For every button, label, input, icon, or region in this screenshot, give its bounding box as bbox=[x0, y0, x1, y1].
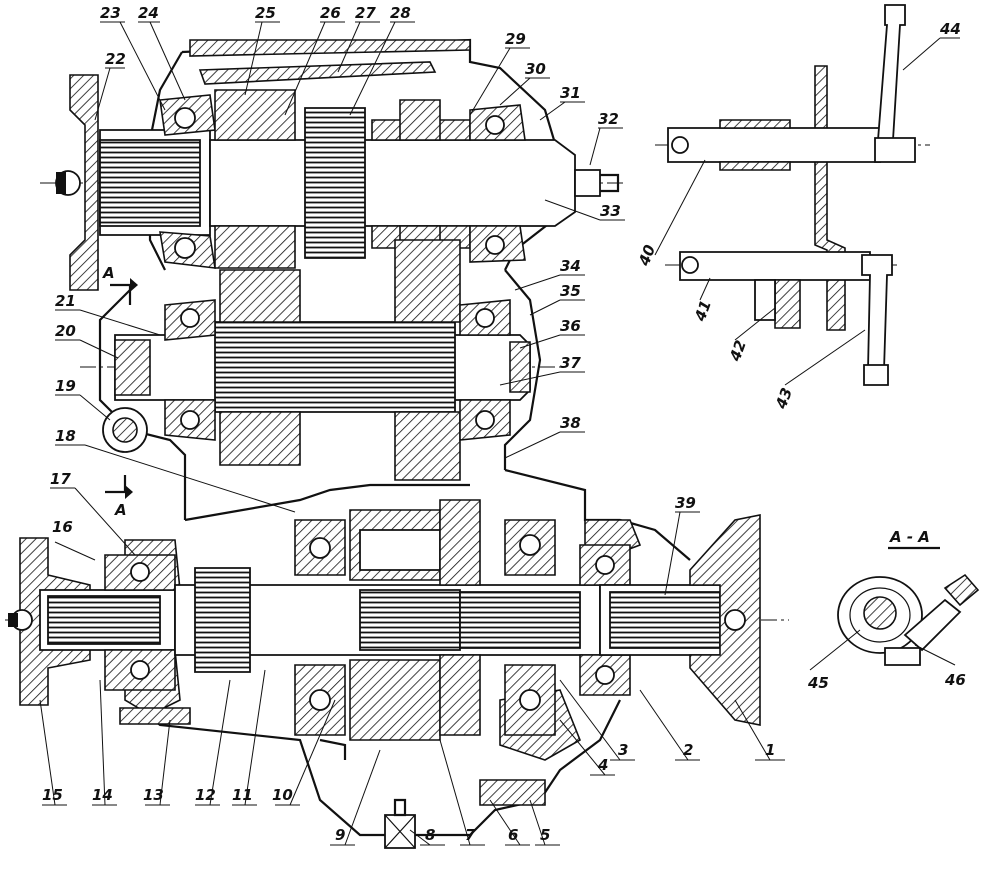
callout-6: 6 bbox=[508, 826, 518, 844]
callout-46: 46 bbox=[944, 671, 966, 689]
callout-12: 12 bbox=[195, 786, 216, 804]
callout-40: 40 bbox=[635, 242, 659, 269]
callout-23: 23 bbox=[100, 4, 121, 22]
callout-44: 44 bbox=[939, 20, 961, 38]
callout-24: 24 bbox=[138, 4, 159, 22]
callout-32: 32 bbox=[598, 110, 619, 128]
upper-shaft-assembly bbox=[40, 74, 625, 291]
callout-14: 14 bbox=[92, 786, 113, 804]
callout-3: 3 bbox=[618, 741, 628, 759]
callout-20: 20 bbox=[55, 322, 76, 340]
callout-26: 26 bbox=[320, 4, 341, 22]
callout-19: 19 bbox=[55, 377, 76, 395]
callout-22: 22 bbox=[105, 50, 126, 68]
callout-35: 35 bbox=[560, 282, 581, 300]
callout-25: 25 bbox=[255, 4, 276, 22]
callout-28: 28 bbox=[390, 4, 411, 22]
callout-18: 18 bbox=[55, 427, 76, 445]
callout-34: 34 bbox=[560, 257, 581, 275]
callout-29: 29 bbox=[505, 30, 526, 48]
callout-16: 16 bbox=[52, 518, 73, 536]
callout-15: 15 bbox=[42, 786, 63, 804]
output-shaft-assembly bbox=[5, 499, 789, 849]
callout-45: 45 bbox=[807, 674, 829, 692]
callout-8: 8 bbox=[425, 826, 435, 844]
callout-9: 9 bbox=[335, 826, 345, 844]
callout-4: 4 bbox=[597, 756, 608, 774]
section-cut-markers: A A bbox=[102, 264, 138, 519]
callout-10: 10 bbox=[272, 786, 293, 804]
callout-41: 41 bbox=[691, 298, 715, 325]
callout-43: 43 bbox=[772, 385, 796, 412]
callout-30: 30 bbox=[525, 60, 546, 78]
section-a-a-detail: A - A bbox=[837, 528, 980, 666]
callout-7: 7 bbox=[465, 826, 476, 844]
callout-21: 21 bbox=[55, 292, 76, 310]
callout-5: 5 bbox=[540, 826, 550, 844]
section-marker-top: A bbox=[102, 264, 115, 282]
callout-39: 39 bbox=[675, 494, 696, 512]
callout-11: 11 bbox=[232, 786, 253, 804]
shift-linkage-view bbox=[655, 4, 930, 386]
intermediate-shaft-assembly bbox=[80, 239, 560, 481]
section-marker-bottom: A bbox=[114, 501, 127, 519]
part-callouts: 1 2 3 4 5 6 7 8 9 10 11 12 13 bbox=[39, 4, 966, 846]
callout-1: 1 bbox=[765, 741, 775, 759]
callout-37: 37 bbox=[560, 354, 581, 372]
callout-13: 13 bbox=[143, 786, 164, 804]
callout-31: 31 bbox=[560, 84, 581, 102]
section-title: A - A bbox=[889, 528, 930, 546]
callout-17: 17 bbox=[50, 470, 71, 488]
callout-36: 36 bbox=[560, 317, 581, 335]
callout-33: 33 bbox=[600, 202, 621, 220]
callout-42: 42 bbox=[726, 338, 750, 365]
callout-38: 38 bbox=[560, 414, 581, 432]
callout-27: 27 bbox=[355, 4, 376, 22]
callout-2: 2 bbox=[683, 741, 693, 759]
